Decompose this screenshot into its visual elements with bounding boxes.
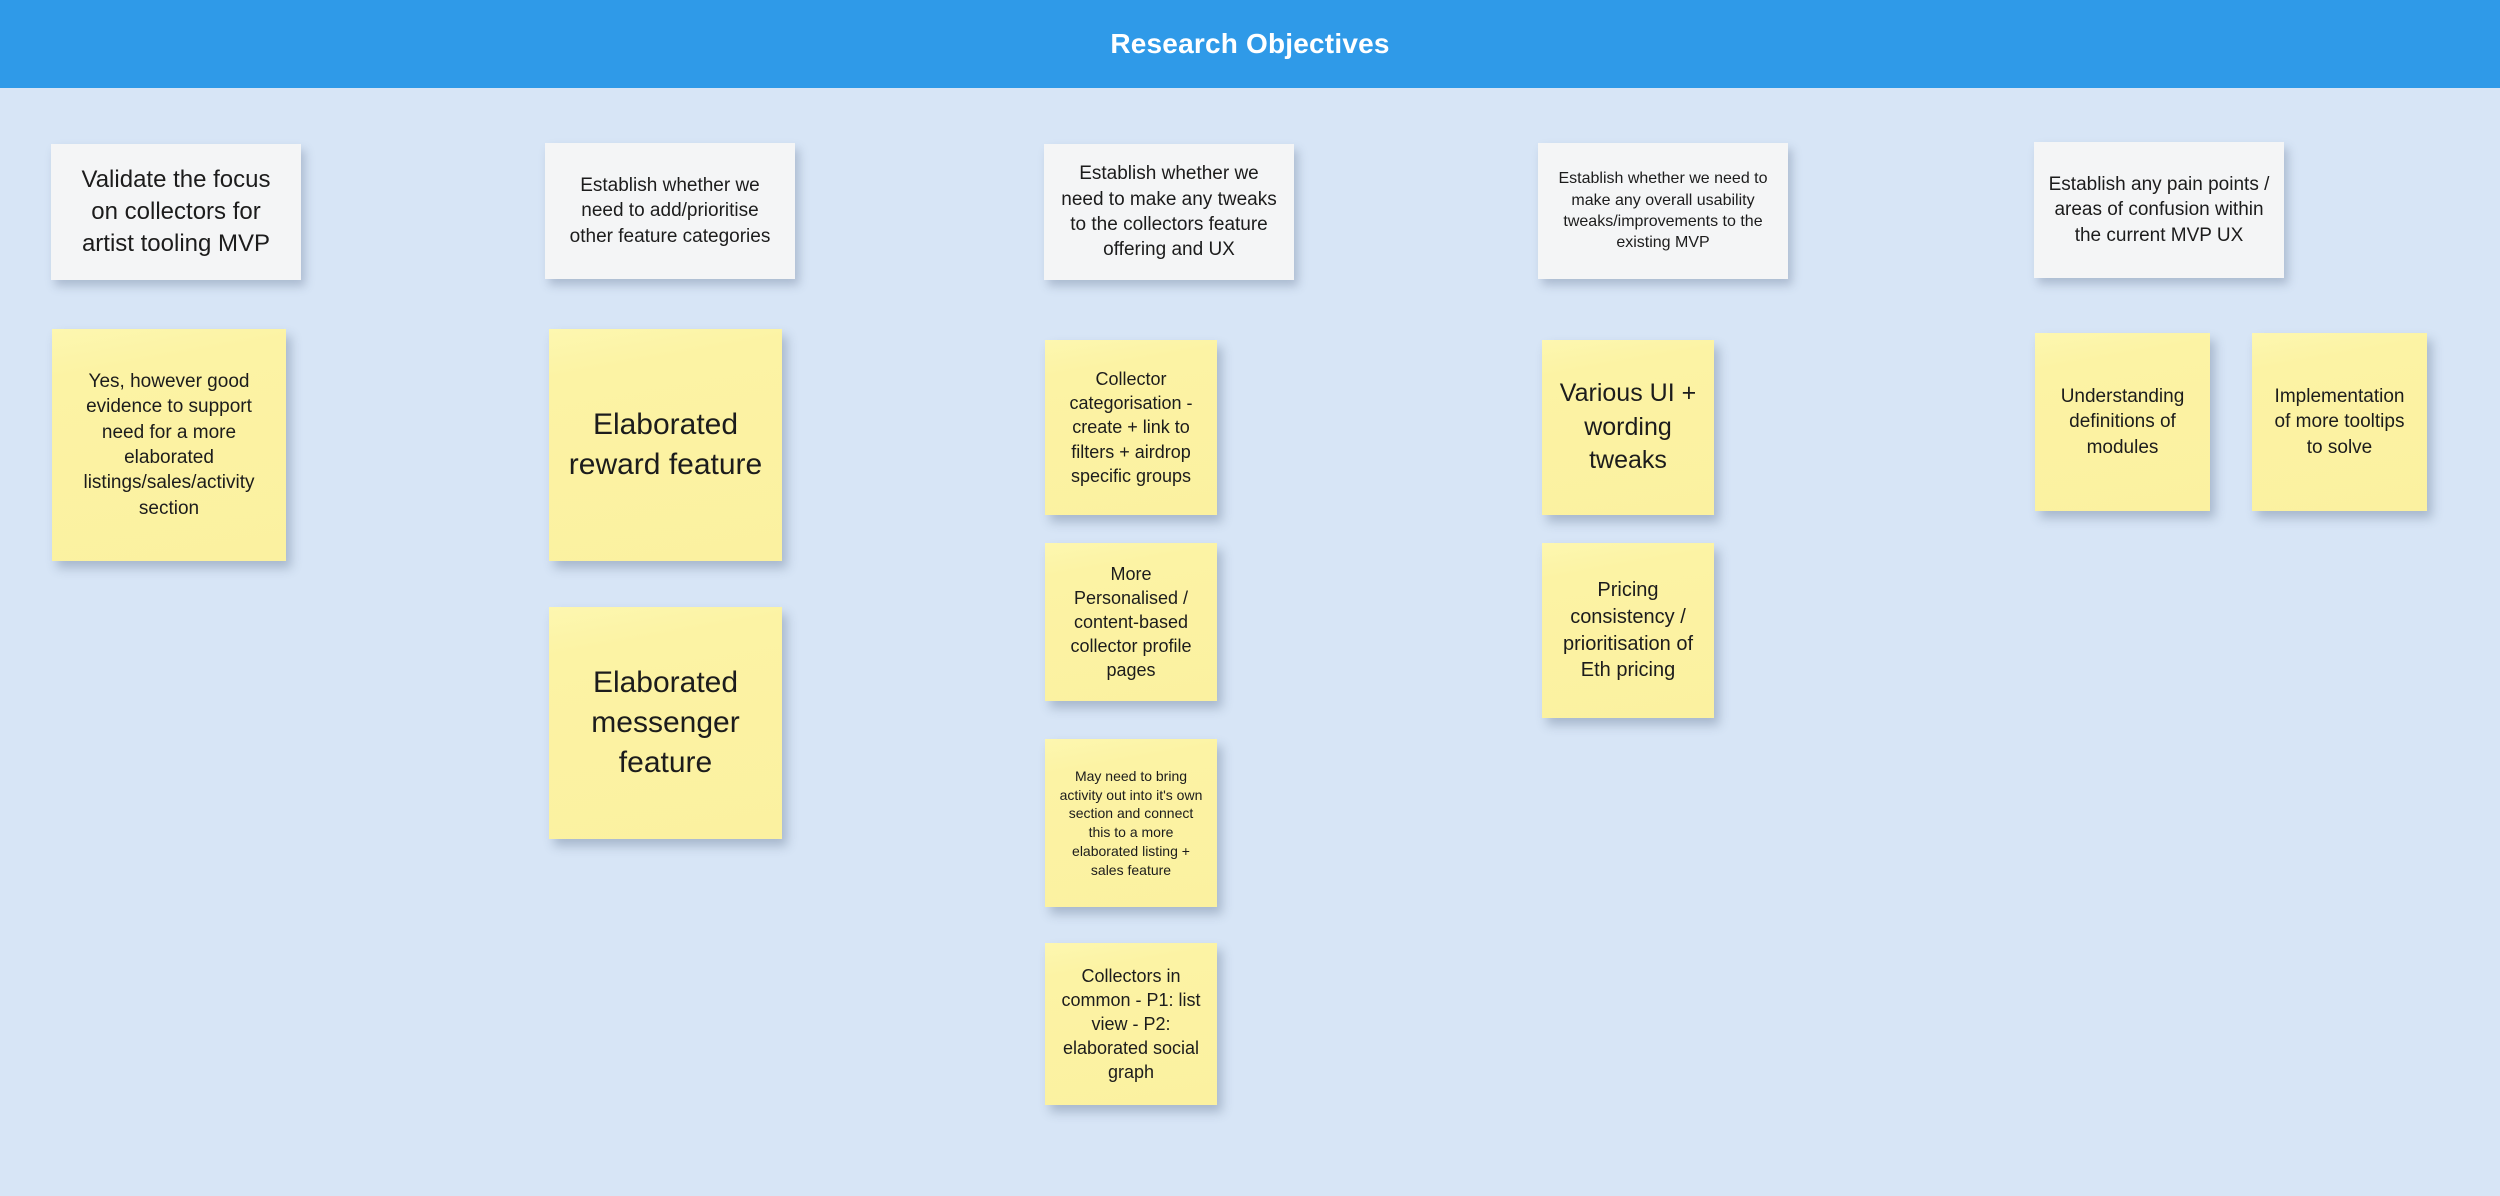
- sticky-note-2-1-text: Elaborated reward feature: [568, 407, 763, 481]
- objective-card-5[interactable]: Establish any pain points / areas of con…: [2034, 142, 2284, 278]
- sticky-note-4-1[interactable]: Various UI + wording tweaks: [1542, 340, 1714, 515]
- sticky-note-3-1[interactable]: Collector categorisation - create + link…: [1045, 340, 1217, 515]
- sticky-note-3-3-text: May need to bring activity out into it's…: [1059, 767, 1203, 878]
- page-title: Research Objectives: [1110, 28, 1390, 59]
- objective-card-3-text: Establish whether we need to make any tw…: [1061, 163, 1277, 261]
- sticky-note-2-1[interactable]: Elaborated reward feature: [549, 329, 782, 561]
- sticky-note-5-1[interactable]: Understanding definitions of modules: [2035, 333, 2210, 511]
- sticky-note-2-2-text: Elaborated messenger feature: [591, 665, 740, 780]
- sticky-note-3-4[interactable]: Collectors in common - P1: list view - P…: [1045, 943, 1217, 1105]
- sticky-note-5-2[interactable]: Implementation of more tooltips to solve: [2252, 333, 2427, 511]
- objective-card-5-text: Establish any pain points / areas of con…: [2048, 173, 2270, 246]
- sticky-note-4-2-text: Pricing consistency / prioritisation of …: [1562, 578, 1694, 682]
- sticky-note-5-1-text: Understanding definitions of modules: [2060, 385, 2185, 458]
- objective-card-2[interactable]: Establish whether we need to add/priorit…: [545, 143, 795, 279]
- sticky-note-4-2[interactable]: Pricing consistency / prioritisation of …: [1542, 543, 1714, 718]
- sticky-note-3-4-text: Collectors in common - P1: list view - P…: [1061, 965, 1201, 1083]
- sticky-note-3-2[interactable]: More Personalised / content-based collec…: [1045, 543, 1217, 701]
- objective-card-1-text: Validate the focus on collectors for art…: [81, 165, 271, 258]
- sticky-note-4-1-text: Various UI + wording tweaks: [1559, 379, 1697, 475]
- objective-card-1[interactable]: Validate the focus on collectors for art…: [51, 144, 301, 280]
- objective-card-2-text: Establish whether we need to add/priorit…: [569, 174, 771, 247]
- objective-card-4[interactable]: Establish whether we need to make any ov…: [1538, 143, 1788, 279]
- sticky-note-2-2[interactable]: Elaborated messenger feature: [549, 607, 782, 839]
- sticky-note-3-2-text: More Personalised / content-based collec…: [1070, 563, 1192, 681]
- sticky-note-3-1-text: Collector categorisation - create + link…: [1069, 369, 1193, 486]
- objective-card-3[interactable]: Establish whether we need to make any tw…: [1044, 144, 1294, 280]
- sticky-note-1-1[interactable]: Yes, however good evidence to support ne…: [52, 329, 286, 561]
- header-bar: Research Objectives: [0, 0, 2500, 88]
- sticky-note-3-3[interactable]: May need to bring activity out into it's…: [1045, 739, 1217, 907]
- sticky-note-1-1-text: Yes, however good evidence to support ne…: [83, 370, 255, 519]
- objective-card-4-text: Establish whether we need to make any ov…: [1558, 170, 1768, 252]
- sticky-note-5-2-text: Implementation of more tooltips to solve: [2274, 385, 2405, 458]
